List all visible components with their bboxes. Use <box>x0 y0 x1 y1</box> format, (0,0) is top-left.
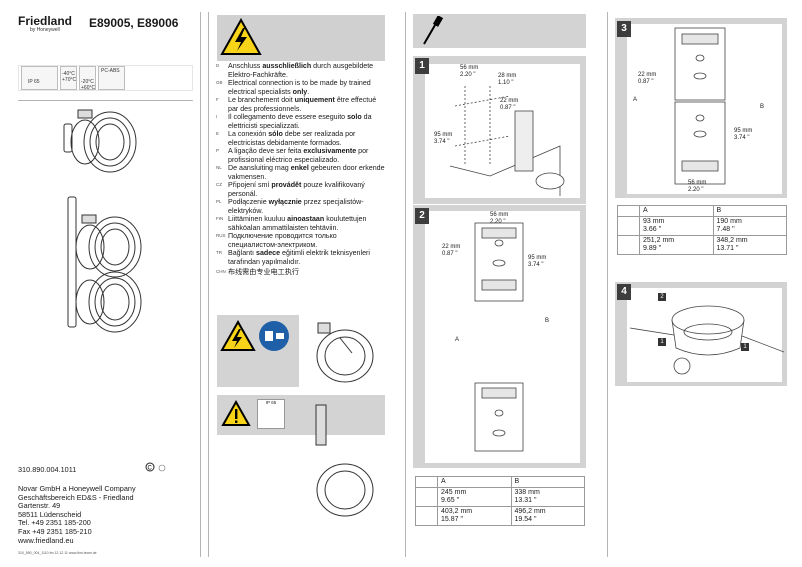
step-2-panel <box>413 205 586 468</box>
company-address: Novar GmbH a Honeywell Company Geschäfts… <box>18 484 136 545</box>
double-unit-icon <box>617 235 640 255</box>
electrical-hazard-icon <box>220 18 262 55</box>
svg-text:C: C <box>148 465 153 471</box>
ip-rating-icon: IP 65 <box>257 399 285 429</box>
address-line: Tel. +49 2351 185-200 <box>18 518 91 528</box>
dimension-label-a: A <box>633 97 638 103</box>
dimension-label: 22 mm 0.87 " <box>500 98 519 111</box>
spec-icon-row <box>18 65 193 91</box>
disconnect-plug-icon <box>259 321 289 351</box>
ip-rating-icon: IP 65 <box>21 66 58 90</box>
material-icon: PC-ABS <box>98 66 125 90</box>
general-warning-icon <box>221 400 251 426</box>
mounting-illustration <box>315 404 374 517</box>
divider <box>18 100 193 101</box>
footer-text: 310_890_004_1110.fm 12.12.11 www.ibm-tea… <box>18 551 97 555</box>
address-line: Gartenstr. 49 <box>18 501 61 511</box>
step-4-panel <box>615 282 787 386</box>
double-unit-icon <box>415 506 438 526</box>
step-badge: 3 <box>617 21 631 37</box>
address-line: 58511 Lüdenscheid <box>18 509 82 519</box>
wall-drilling-diagram <box>449 86 565 196</box>
step-badge: 1 <box>415 58 429 74</box>
step-badge: 2 <box>415 208 429 224</box>
dimension-label-b: B <box>545 318 550 324</box>
dimension-label: 95 mm 3.74 " <box>734 128 753 141</box>
dimension-label: 56 mm 2.20 " <box>460 65 479 78</box>
screwdriver-icon <box>423 16 444 45</box>
product-illustration <box>63 109 142 333</box>
brand-logo: Friedland <box>18 14 73 28</box>
dimension-label: 22 mm 0.87 " <box>442 244 461 257</box>
address-line: Novar GmbH a Honeywell Company <box>18 484 136 493</box>
single-unit-icon <box>415 487 438 507</box>
dimension-label: 95 mm 3.74 " <box>528 255 547 268</box>
temperature-range-icon: -40°C +70°C <box>60 66 77 90</box>
wiring-diagram <box>630 305 784 375</box>
brand-subtitle: by Honeywell <box>30 27 60 33</box>
dimension-label: 95 mm 3.74 " <box>434 132 453 145</box>
dimension-label: 56 mm 2.20 " <box>490 212 509 225</box>
table-header: A <box>437 476 512 488</box>
column-divider <box>208 12 209 557</box>
ip-warning-panel <box>217 395 385 435</box>
column-divider <box>405 12 406 557</box>
double-mount-template-diagram <box>674 27 726 185</box>
dimension-label: 56 mm 2.20 " <box>688 180 707 193</box>
table-header: A <box>639 205 714 217</box>
dimension-label: 28 mm 1.10 " <box>498 73 517 86</box>
plug-removal-illustration <box>316 322 374 383</box>
address-line: Geschäftsbereich ED&S - Friedland <box>18 492 134 502</box>
dimension-label: 22 mm 0.87 " <box>638 72 657 85</box>
table-row: 245 mm 9.65 "338 mm 13.31 " <box>415 487 585 507</box>
dimension-label-b: B <box>760 104 765 110</box>
document-number: 310.890.004.1011 <box>18 465 77 474</box>
single-unit-icon <box>617 216 640 236</box>
copyright-icon: C <box>145 462 166 472</box>
model-numbers: E89005, E89006 <box>89 16 179 30</box>
table-header: B <box>712 205 787 217</box>
table-row: 403,2 mm 15.87 "496,2 mm 19.54 " <box>415 506 585 526</box>
step-label: 1 <box>658 338 666 346</box>
column-divider <box>200 12 201 557</box>
dimension-label-a: A <box>455 337 460 343</box>
address-line: Fax +49 2351 185-210 <box>18 526 92 536</box>
step-badge: 4 <box>617 284 631 300</box>
table-row: 93 mm 3.66 "190 mm 7.48 " <box>617 216 787 236</box>
website-link[interactable]: www.friedland.eu <box>18 535 74 545</box>
table-header: B <box>510 476 585 488</box>
mounting-template-diagram <box>474 222 524 452</box>
electrical-hazard-icon <box>220 320 256 351</box>
temperature-range-icon-2: -20°C +60°C <box>79 66 96 91</box>
table-row: 251,2 mm 9.89 "348,2 mm 13.71 " <box>617 235 787 255</box>
step-label: 2 <box>658 293 666 301</box>
column-divider <box>607 12 608 557</box>
step-label: 1 <box>741 343 749 351</box>
